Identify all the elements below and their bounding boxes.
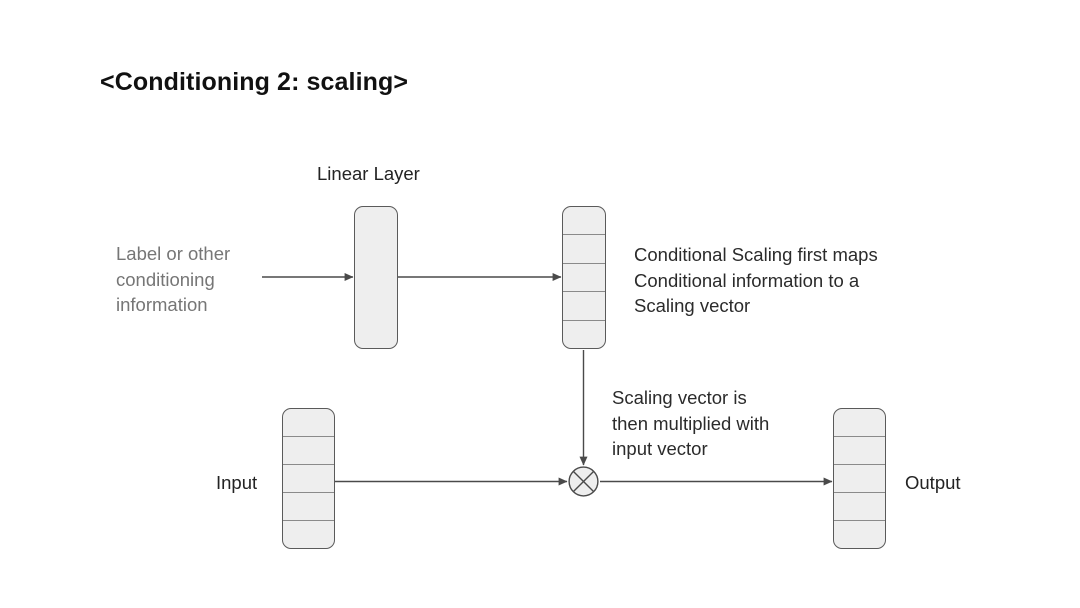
vector-cell [563, 321, 605, 348]
vector-cell [563, 235, 605, 264]
vector-cell [283, 465, 334, 493]
vector-cell [283, 521, 334, 548]
vector-cell [834, 409, 885, 437]
linear-layer-box[interactable] [354, 206, 398, 349]
vector-cell [834, 465, 885, 493]
input-label: Input [216, 472, 258, 493]
linear-layer-label: Linear Layer [317, 163, 420, 184]
output-label: Output [905, 472, 961, 493]
page-title: <Conditioning 2: scaling> [100, 68, 409, 96]
vector-cell [834, 437, 885, 465]
vector-cell [283, 493, 334, 521]
conditioning-input-label: Label or other conditioning information [116, 243, 231, 315]
vector-cell [563, 292, 605, 321]
input-vector-box[interactable] [282, 408, 335, 549]
vector-cell [834, 493, 885, 521]
vector-cell [283, 409, 334, 437]
linear-layer-cell [355, 207, 397, 348]
scaling-note-text: Conditional Scaling first maps Condition… [634, 244, 878, 316]
circled-times-icon [568, 466, 599, 497]
vector-cell [563, 264, 605, 293]
vector-cell [283, 437, 334, 465]
vector-cell [834, 521, 885, 548]
output-vector-box[interactable] [833, 408, 886, 549]
vector-cell [563, 207, 605, 236]
multiply-operator[interactable] [568, 466, 599, 497]
scaling-vector-box[interactable] [562, 206, 606, 349]
multiply-note-text: Scaling vector is then multiplied with i… [612, 387, 770, 459]
